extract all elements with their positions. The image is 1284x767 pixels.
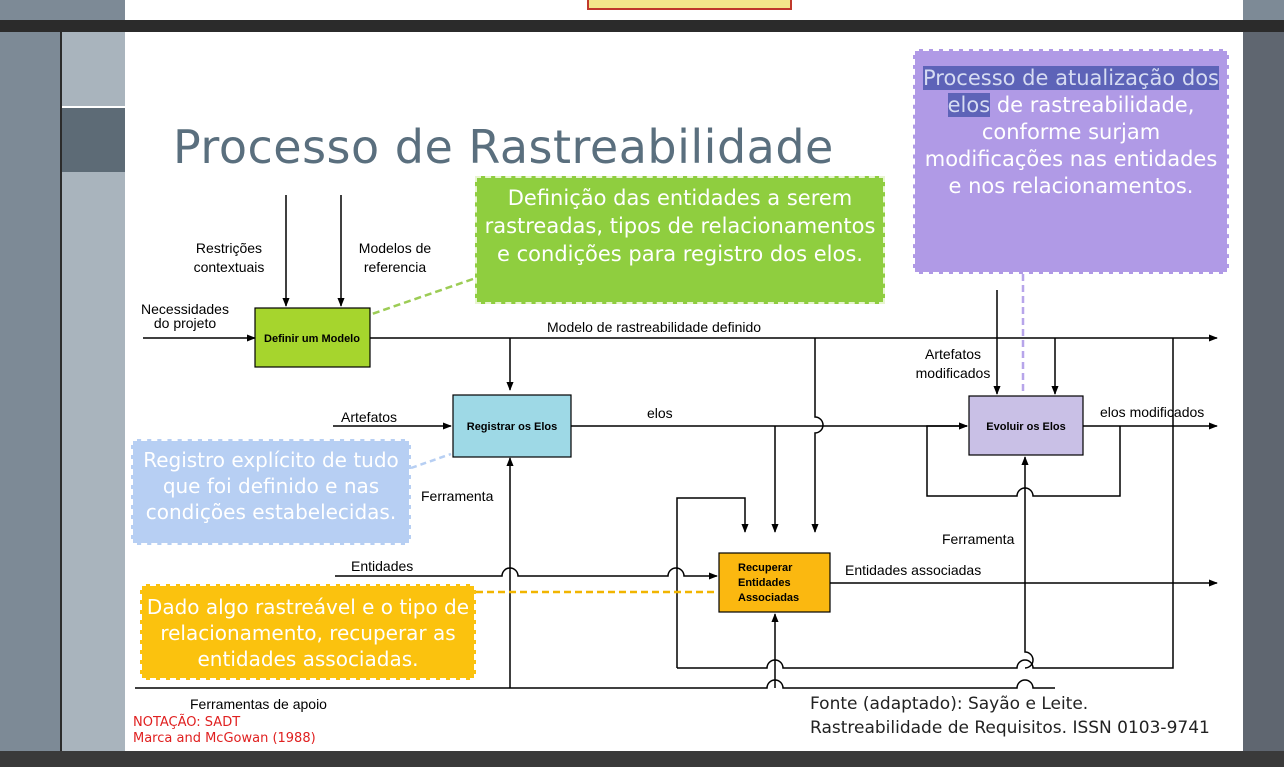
label-modelos-1: Modelos de xyxy=(359,240,432,256)
label-artefatos-mod-1: Artefatos xyxy=(925,346,981,362)
bottom-window-strip xyxy=(0,751,1284,767)
diagram-arrows xyxy=(135,195,1218,689)
label-ferramenta-left: Ferramenta xyxy=(421,488,494,504)
thumbnail-divider xyxy=(62,106,125,108)
note-definicao: Definição das entidades a serem rastread… xyxy=(475,176,885,304)
source-citation: Fonte (adaptado): Sayão e Leite. Rastrea… xyxy=(810,692,1210,740)
label-necessidades-1: Necessidades xyxy=(141,301,229,317)
right-scrollbar[interactable] xyxy=(1243,32,1284,751)
recuperar-label-2: Entidades xyxy=(738,577,791,589)
label-ferramentas-apoio: Ferramentas de apoio xyxy=(190,696,327,712)
previous-slide-fragment xyxy=(587,0,792,10)
label-artefatos-mod-2: modificados xyxy=(916,365,991,381)
label-elos: elos xyxy=(647,405,673,421)
label-necessidades-2: do projeto xyxy=(154,315,216,331)
label-modelo-definido: Modelo de rastreabilidade definido xyxy=(547,319,761,335)
registrar-elos-box xyxy=(452,394,572,458)
label-ferramenta-right: Ferramenta xyxy=(942,531,1015,547)
label-modelos-2: referencia xyxy=(364,259,426,275)
definir-modelo-box xyxy=(254,307,371,368)
note-registro: Registro explícito de tudo que foi defin… xyxy=(131,439,411,545)
label-entidades: Entidades xyxy=(351,558,413,574)
thumbnail-selected[interactable] xyxy=(62,108,125,172)
sadt-diagram: Definir um Modelo Registrar os Elos Recu… xyxy=(135,195,1218,712)
notation-line-1: NOTAÇÃO: SADT xyxy=(133,715,241,730)
label-elos-modificados: elos modificados xyxy=(1100,404,1204,420)
green-note-connector xyxy=(368,277,474,317)
slide-title: Processo de Rastreabilidade xyxy=(173,120,834,174)
note-atualizacao: Processo de atualização dos elos de rast… xyxy=(913,49,1229,274)
source-line-2: Rastreabilidade de Requisitos. ISSN 0103… xyxy=(810,718,1210,738)
notation-note: NOTAÇÃO: SADT Marca and McGowan (1988) xyxy=(133,715,316,747)
evoluir-elos-box xyxy=(968,395,1084,456)
definir-modelo-label: Definir um Modelo xyxy=(264,333,360,345)
note-atualizacao-rest: de rastreabilidade, conforme surjam modi… xyxy=(924,93,1218,198)
recuperar-label-1: Recuperar xyxy=(738,562,793,574)
slide-panel-left xyxy=(0,32,60,751)
label-artefatos: Artefatos xyxy=(341,409,397,425)
recuperar-label-3: Associadas xyxy=(738,592,799,604)
notation-line-2: Marca and McGowan (1988) xyxy=(133,731,316,746)
registrar-elos-label: Registrar os Elos xyxy=(467,421,557,433)
label-entidades-associadas: Entidades associadas xyxy=(845,562,981,578)
slide-canvas: Processo de Rastreabilidade xyxy=(125,32,1243,751)
source-line-1: Fonte (adaptado): Sayão e Leite. xyxy=(810,694,1089,714)
blue-note-connector xyxy=(410,452,452,470)
previous-slide-edge xyxy=(125,0,1243,20)
evoluir-elos-label: Evoluir os Elos xyxy=(986,421,1065,433)
label-restricoes-1: Restrições xyxy=(196,240,262,256)
recuperar-entidades-box xyxy=(718,552,831,613)
note-recuperar: Dado algo rastreável e o tipo de relacio… xyxy=(140,584,476,680)
label-restricoes-2: contextuais xyxy=(194,259,265,275)
